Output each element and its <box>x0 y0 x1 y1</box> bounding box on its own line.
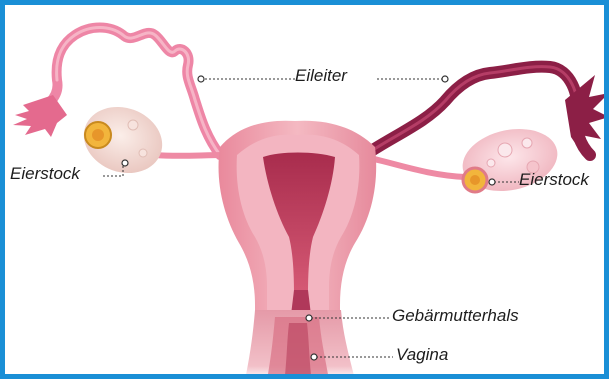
label-vagina: Vagina <box>396 346 448 363</box>
label-eierstock-left: Eierstock <box>10 165 80 182</box>
left-fimbriae <box>13 95 67 137</box>
label-gebaermutterhals: Gebärmutterhals <box>392 307 519 324</box>
label-eierstock-right: Eierstock <box>519 171 589 188</box>
right-fallopian-tube <box>365 67 590 155</box>
label-eileiter: Eileiter <box>295 67 347 84</box>
